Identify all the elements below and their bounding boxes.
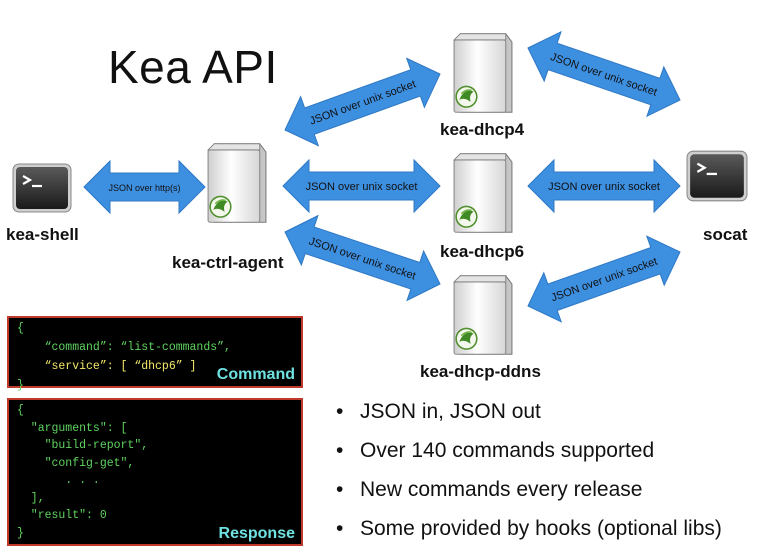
command-line: “command”: “list-commands”, <box>17 341 231 354</box>
server-icon <box>453 152 513 234</box>
node-label-kea-dhcp4: kea-dhcp4 <box>440 120 525 139</box>
feature-item: Over 140 commands supported <box>336 431 722 470</box>
arrow-dhcp4-socat: JSON over unix socket <box>527 30 681 118</box>
arrow-label: JSON over unix socket <box>548 181 660 193</box>
response-line: } <box>17 526 24 540</box>
arrow-agent-ddns: JSON over unix socket <box>284 214 441 302</box>
feature-list: JSON in, JSON out Over 140 commands supp… <box>336 392 722 548</box>
response-line: "arguments": [ <box>17 421 128 435</box>
feature-item: New commands every release <box>336 470 722 509</box>
command-line: { <box>17 322 24 335</box>
node-label-kea-dhcp-ddns: kea-dhcp-ddns <box>420 362 541 381</box>
node-label-kea-ctrl-agent: kea-ctrl-agent <box>172 253 284 272</box>
arrow-shell-agent: JSON over http(s) <box>83 159 206 215</box>
arrow-label: JSON over http(s) <box>108 183 180 193</box>
command-line: } <box>17 379 24 392</box>
arrow-ddns-socat: JSON over unix socket <box>527 235 681 323</box>
arrow-label: JSON over unix socket <box>306 181 418 193</box>
server-icon <box>453 32 513 114</box>
node-label-kea-dhcp6: kea-dhcp6 <box>440 242 525 261</box>
server-icon <box>207 142 267 224</box>
response-line: "build-report", <box>17 439 149 452</box>
node-label-socat: socat <box>703 225 748 244</box>
response-box: { "arguments": [ "build-report", "config… <box>7 398 303 546</box>
command-box: { “command”: “list-commands”, “service”:… <box>7 316 303 392</box>
response-line: ], <box>17 491 45 505</box>
feature-item: Some provided by hooks (optional libs) <box>336 509 722 548</box>
arrow-agent-dhcp4: JSON over unix socket <box>284 57 441 147</box>
feature-item: JSON in, JSON out <box>336 392 722 431</box>
terminal-icon <box>12 163 72 213</box>
response-line: . . . <box>17 474 100 487</box>
node-label-kea-shell: kea-shell <box>6 225 79 244</box>
response-label: Response <box>218 524 295 542</box>
arrow-dhcp6-socat: JSON over unix socket <box>527 158 681 214</box>
server-icon <box>453 274 513 356</box>
page-title: Kea API <box>108 41 278 93</box>
command-label: Command <box>216 366 295 383</box>
response-line: "result": 0 <box>17 509 107 522</box>
command-line: “service”: [ “dhcp6” ] <box>17 360 197 373</box>
response-line: "config-get", <box>17 456 135 470</box>
arrow-agent-dhcp6: JSON over unix socket <box>282 158 441 214</box>
response-line: { <box>17 404 24 417</box>
terminal-icon <box>686 150 748 202</box>
